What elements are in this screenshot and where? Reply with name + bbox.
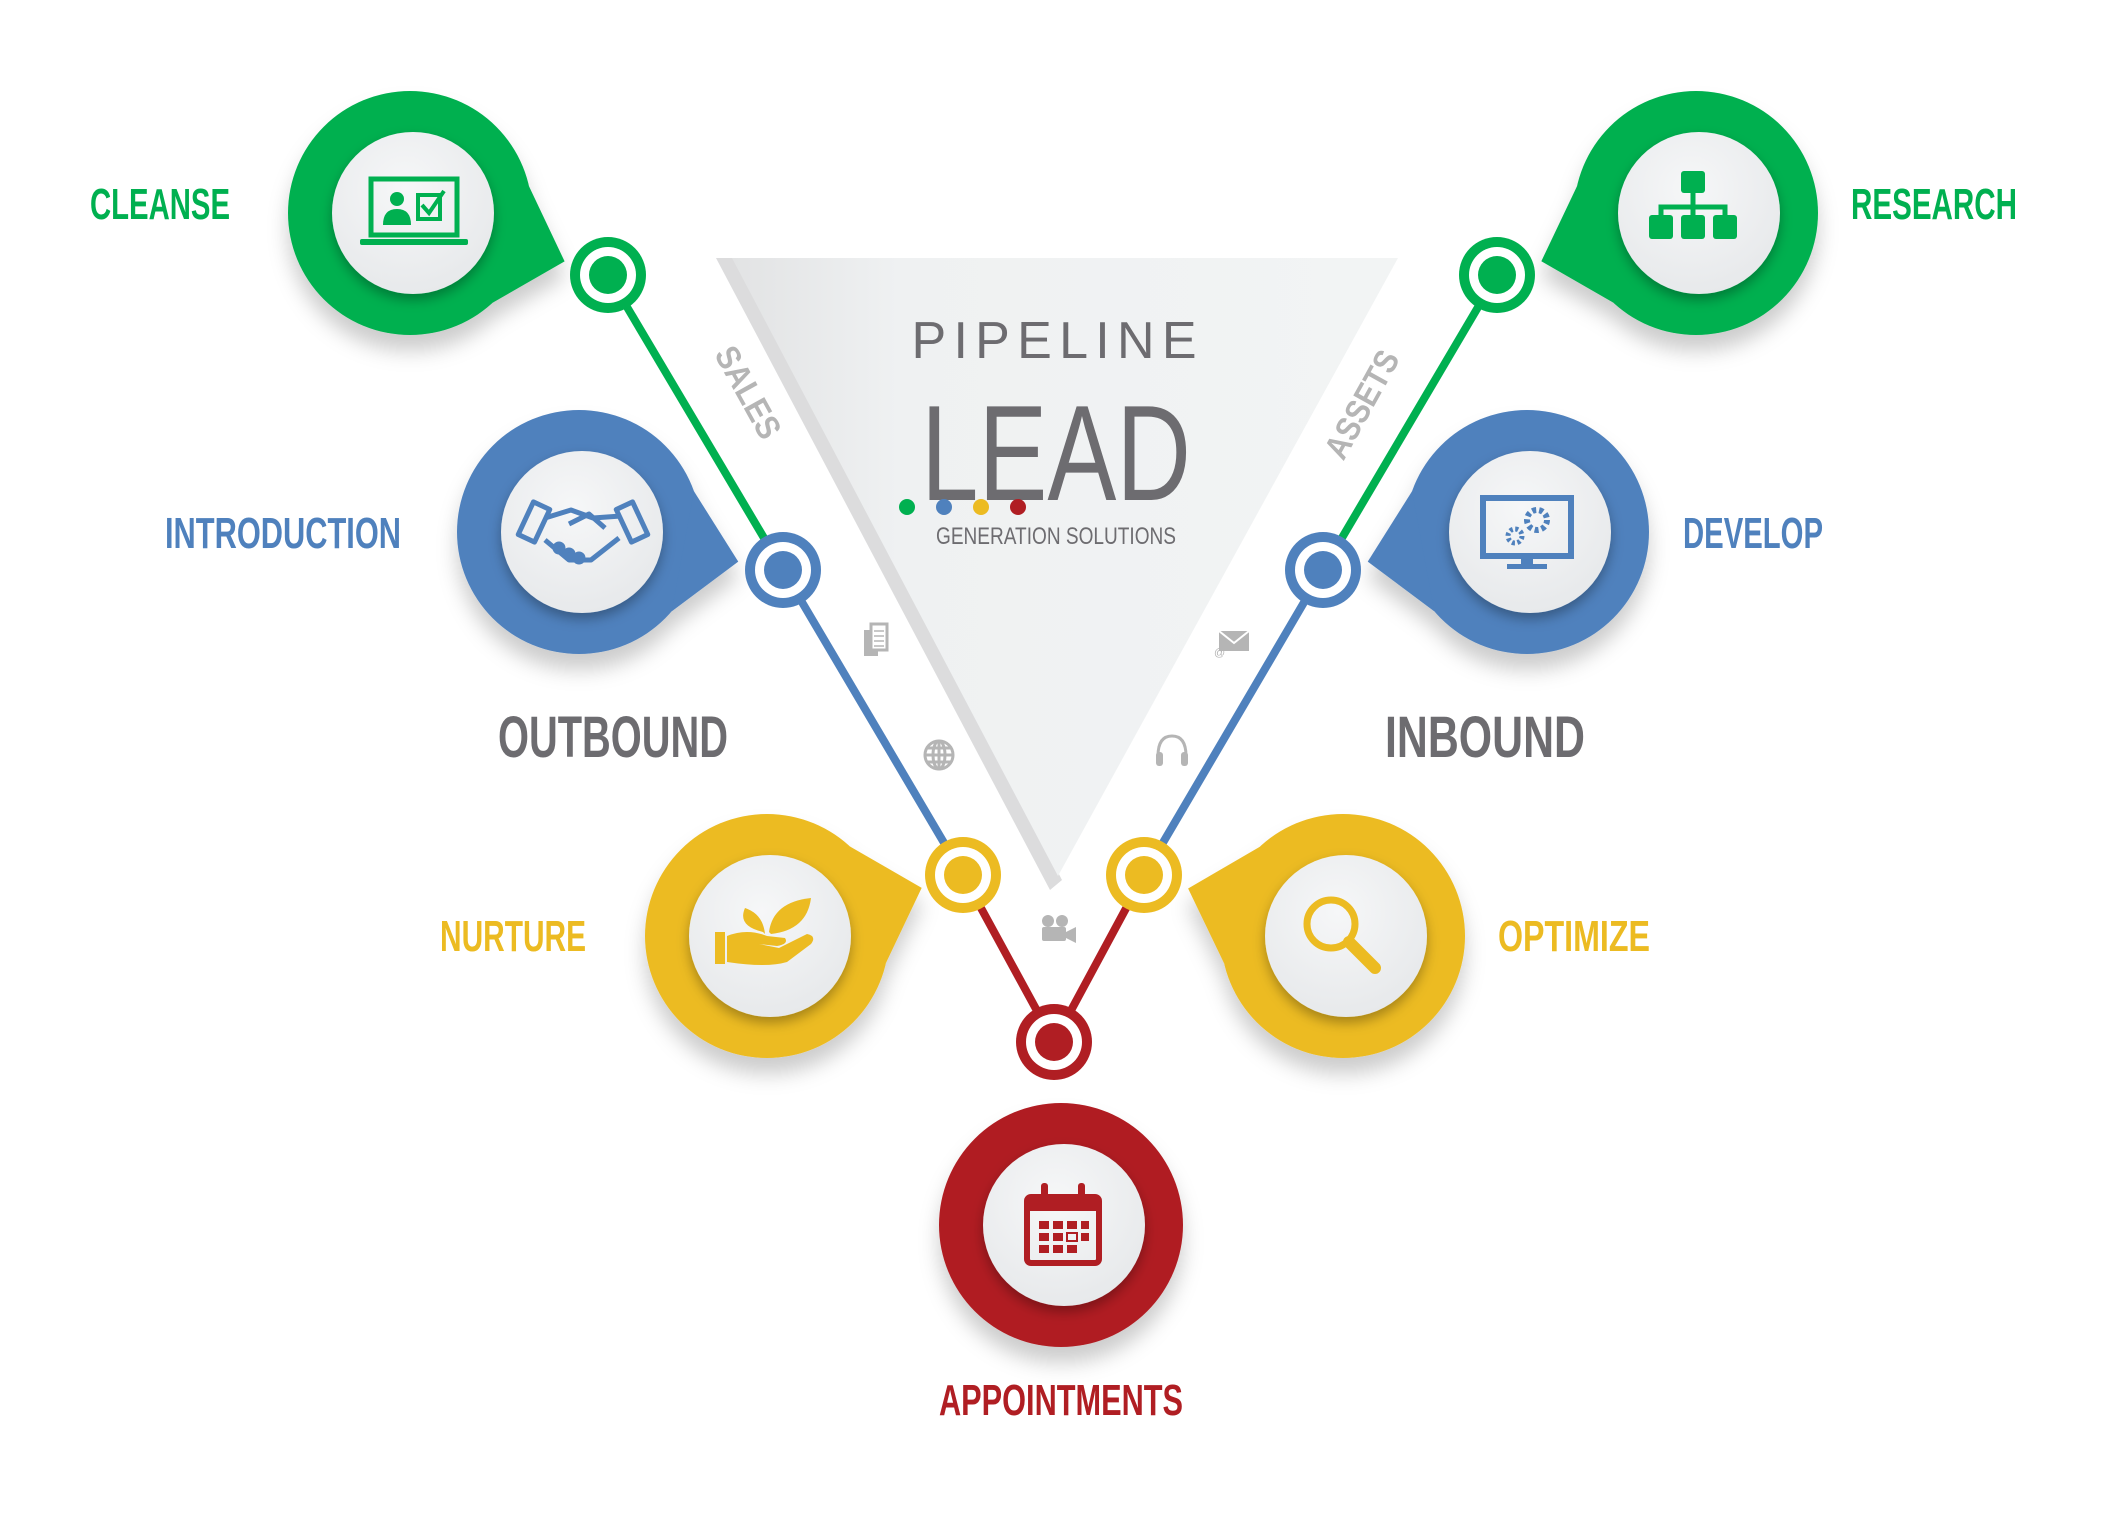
bubble-pointer [671,491,739,612]
dot-yellow [973,499,989,515]
node-research [1459,237,1535,313]
calendar-icon [1024,1183,1102,1266]
label-cleanse: CLEANSE [90,180,230,229]
bubble-pointer [1188,846,1260,964]
connector-green-left [604,272,787,573]
org-chart-icon [1649,171,1737,239]
label-appointments: APPOINTMENTS [939,1376,1183,1425]
label-develop: DEVELOP [1683,509,1823,558]
bubble-pointer [492,186,565,303]
handshake-icon [515,499,651,565]
dot-green [899,499,915,515]
node-develop [1285,532,1361,608]
node-nurture [925,837,1001,913]
bubble-develop [1367,410,1649,654]
headset-icon [1156,734,1188,766]
label-research: RESEARCH [1851,180,2017,229]
label-nurture: NURTURE [440,912,586,961]
bubble-research [1541,91,1818,335]
label-outbound: OUTBOUND [498,705,728,770]
node-optimize [1106,837,1182,913]
funnel-triangle-shadow [716,258,1062,890]
email-icon: @ [1214,630,1250,659]
icon-disc [689,855,851,1017]
svg-text:@: @ [1214,647,1225,659]
connector-blue-left [779,567,967,878]
node-appointments [1016,1004,1092,1080]
funnel-triangle [732,258,1398,876]
connector-blue-right [1140,567,1327,878]
label-optimize: OPTIMIZE [1498,912,1650,961]
icon-disc [1618,132,1780,294]
dot-red [1010,499,1026,515]
connector-green-right [1319,272,1501,573]
icon-disc [983,1144,1145,1306]
node-cleanse [570,237,646,313]
bubble-pointer [849,846,922,963]
icon-disc [1449,451,1611,613]
bubble-nurture [645,814,922,1058]
title-lead: LEAD [921,377,1191,529]
icon-disc [332,132,494,294]
magnifier-icon [1303,896,1381,974]
title-generation-solutions: GENERATION SOLUTIONS [936,523,1176,550]
monitor-gears-icon [1480,495,1574,569]
bubble-pointer [1541,186,1614,303]
dot-blue [936,499,952,515]
icon-disc [1265,855,1427,1017]
hand-plant-icon [715,898,814,965]
document-icon [864,622,889,656]
bubble-optimize [1188,814,1465,1058]
bubble-introduction [457,410,739,654]
label-introduction: INTRODUCTION [165,509,401,558]
node-introduction [745,532,821,608]
camera-icon [1042,915,1076,943]
label-inbound: INBOUND [1385,705,1585,770]
globe-icon [923,739,955,771]
icon-disc [501,451,663,613]
bubble-cleanse [288,91,565,335]
bubble-pointer [1367,491,1435,612]
laptop-user-check-icon [360,176,468,245]
